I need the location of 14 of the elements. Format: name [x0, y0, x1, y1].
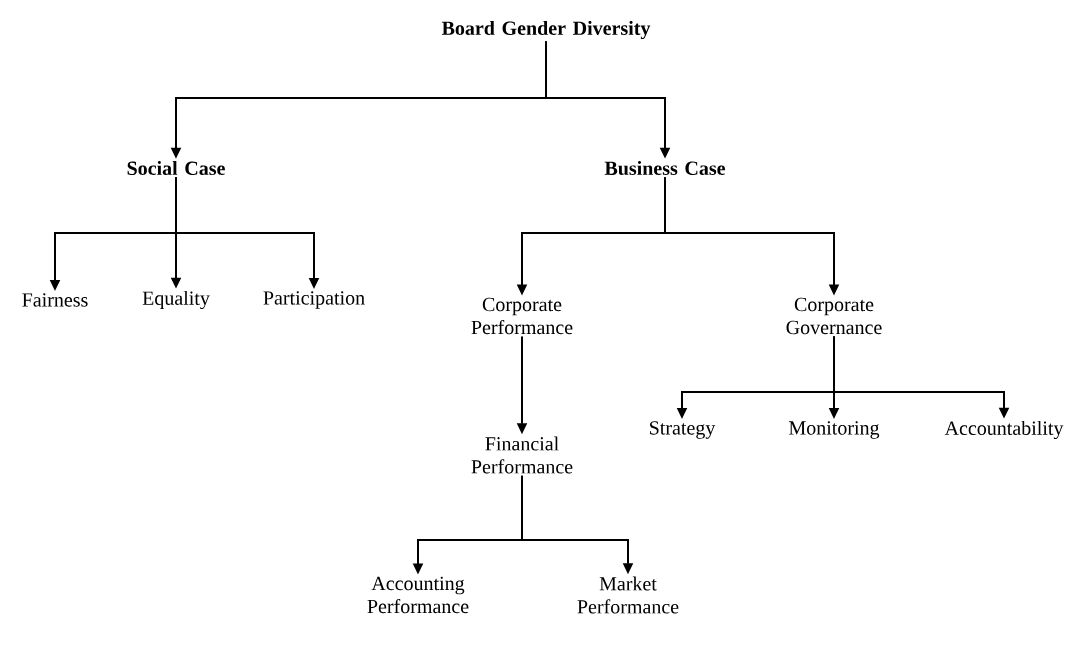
node-label: Accountability: [944, 420, 1064, 440]
node-label: Financial Performance: [471, 436, 573, 474]
node-label: Monitoring: [789, 421, 880, 439]
node-label: Equality: [142, 290, 210, 310]
node-label: Corporate Governance: [786, 297, 882, 335]
heading: Board Gender Diversity: [441, 20, 651, 40]
node-label: Strategy: [650, 421, 716, 439]
node-label: Fairness: [22, 293, 88, 307]
node-label: Participation: [263, 291, 365, 309]
node-label: Market Performance: [577, 576, 679, 614]
heading: Social Case: [127, 160, 225, 176]
node-label: Accounting Performance: [367, 576, 469, 614]
heading: Business Case: [604, 160, 726, 176]
node-label: Corporate Performance: [471, 297, 573, 335]
